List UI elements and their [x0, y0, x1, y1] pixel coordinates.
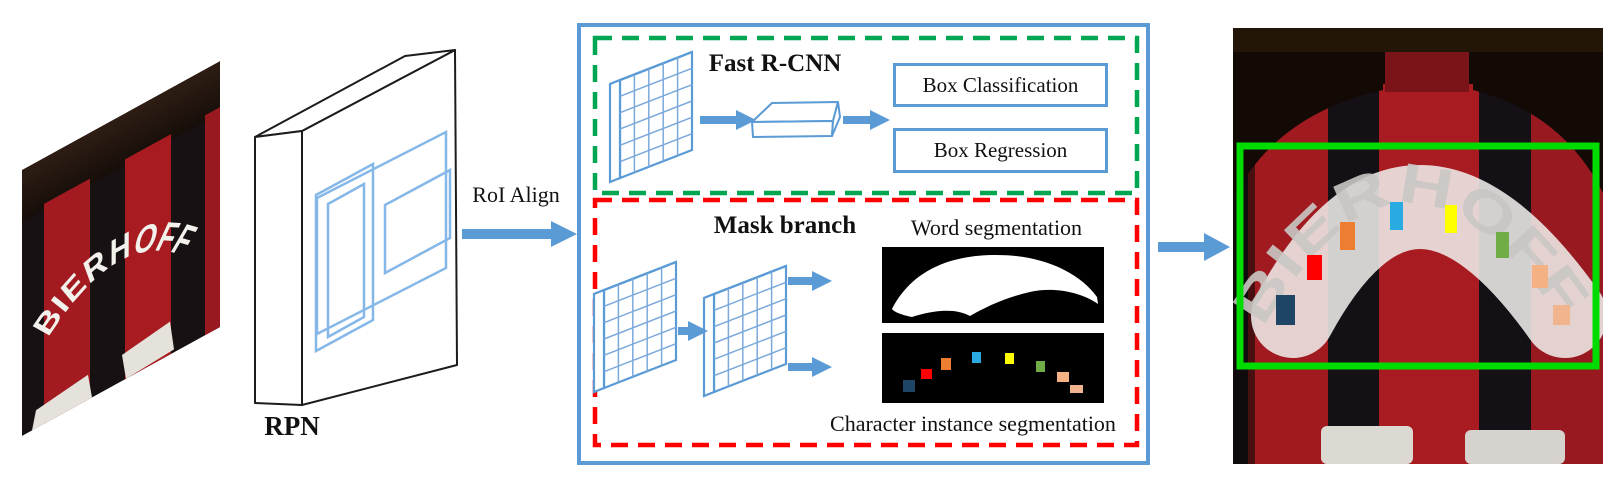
char-instance-overlay	[1553, 305, 1570, 325]
fast-rcnn-branch-frame	[592, 35, 1140, 196]
input-photo: BIERHOFF	[22, 61, 220, 436]
word-segmentation-image	[882, 247, 1104, 323]
grid-to-fc-arrow	[700, 110, 756, 130]
char-segmentation-image	[882, 333, 1104, 403]
mask-grid-arrow	[678, 321, 708, 341]
char-segmentation-label: Character instance segmentation	[830, 411, 1116, 436]
output-photo-art: BIERHOFF	[1220, 28, 1607, 464]
roi-align-arrow	[462, 221, 577, 247]
box-classification-box: Box Classification	[893, 63, 1108, 107]
word-mask-overlay	[1251, 165, 1607, 358]
mask-branch-frame	[592, 197, 1140, 448]
char-instance-overlay	[1276, 295, 1295, 325]
background-shoulder-left	[1233, 28, 1383, 198]
output-arrow	[1158, 233, 1230, 261]
char-instance-overlay	[1532, 265, 1548, 288]
to-word-seg-arrow	[788, 271, 832, 291]
fast-rcnn-title: Fast R-CNN	[708, 50, 842, 77]
fc-feature-box	[751, 101, 841, 138]
char-instance-overlay	[1390, 202, 1403, 230]
char-instance-overlay	[1340, 222, 1355, 250]
fc-to-outputs-arrow	[843, 110, 890, 130]
roi-align-label: RoI Align	[472, 182, 560, 207]
char-instance-box	[1005, 353, 1014, 364]
char-instance-overlay	[1445, 205, 1457, 233]
background-shoulder-right	[1473, 28, 1603, 193]
char-instance-overlay	[1307, 255, 1322, 280]
char-instance-overlay	[1496, 232, 1509, 258]
jersey-number-patch	[1321, 426, 1413, 464]
word-mask-art	[892, 254, 1098, 317]
pipeline-container-box	[577, 23, 1150, 465]
box-regression-box: Box Regression	[893, 128, 1108, 173]
jersey-number-patch	[1465, 430, 1565, 464]
rpn-feature-slab	[254, 49, 458, 406]
box-regression-label: Box Regression	[933, 138, 1068, 162]
char-instance-overlays	[1276, 202, 1570, 325]
char-instance-box	[903, 380, 915, 392]
char-instance-box	[921, 369, 932, 379]
to-char-seg-arrow	[788, 357, 832, 377]
char-instance-box	[1036, 361, 1045, 372]
word-segmentation-label: Word segmentation	[910, 215, 1083, 240]
jersey-hem-white	[32, 321, 174, 431]
box-classification-label: Box Classification	[922, 72, 1079, 97]
jersey-stripes	[44, 107, 220, 424]
detection-bbox	[1236, 142, 1600, 370]
output-photo: BIERHOFF	[1220, 28, 1607, 464]
word-mask-shape	[892, 254, 1098, 317]
char-instance-box	[941, 358, 951, 370]
rpn-label: RPN	[264, 411, 320, 441]
char-instance-box	[1070, 385, 1083, 393]
char-instance-box	[1057, 372, 1069, 382]
mask-branch-title: Mask branch	[713, 212, 857, 239]
input-photo-art: BIERHOFF	[22, 61, 220, 436]
char-instance-box	[972, 352, 981, 363]
background-shelf	[1233, 28, 1603, 52]
rpn-proposal-boxes	[314, 129, 452, 354]
